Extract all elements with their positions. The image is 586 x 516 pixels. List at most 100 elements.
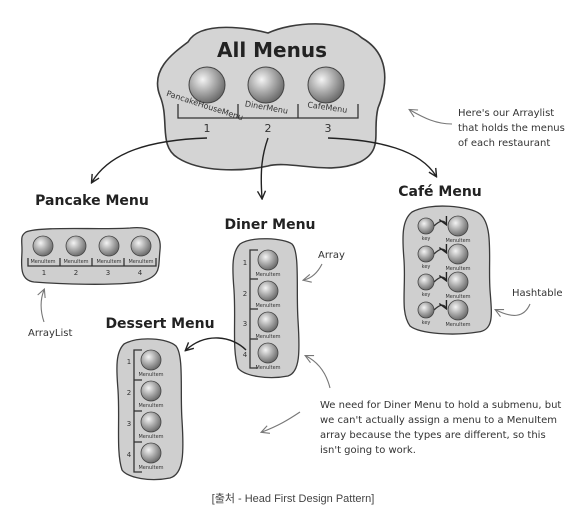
pancake-menu-group: Pancake Menu MenuItem MenuItem MenuItem … (20, 193, 161, 339)
pancake-ball-4 (130, 235, 152, 257)
diner-item-label-1: MenuItem (255, 272, 280, 278)
cafe-key-ball-4 (417, 301, 435, 319)
all-menus-array-bracket (177, 104, 359, 119)
cafe-item-label-3: MenuItem (445, 294, 470, 300)
arraylist-note-line-3: of each restaurant (458, 138, 550, 149)
pancake-index-2: 2 (74, 269, 78, 277)
submenu-note: We need for Diner Menu to hold a submenu… (262, 356, 561, 456)
cafe-key-ball-3 (417, 273, 435, 291)
dessert-menu-group: Dessert Menu MenuItem MenuItem MenuItem … (105, 316, 215, 481)
diner-index-3: 3 (243, 320, 247, 328)
dessert-index-1: 1 (127, 358, 131, 366)
diner-item-label-4: MenuItem (255, 365, 280, 371)
submenu-note-arrow-dessert (262, 411, 301, 432)
dessert-ball-2 (140, 380, 162, 402)
cafe-map-arrow-3 (433, 277, 446, 283)
pancake-ball-2 (65, 235, 87, 257)
cafe-key-ball-2 (417, 245, 435, 263)
cafe-item-label-4: MenuItem (445, 322, 470, 328)
arraylist-label-arrow (41, 290, 44, 323)
cafe-map-arrow-2 (433, 249, 446, 255)
array-label-arrow (304, 263, 323, 280)
cafe-key-label-2: key (422, 264, 431, 270)
cafe-row-4: key MenuItem (417, 299, 471, 328)
all-menus-index-1: 1 (204, 122, 211, 135)
submenu-note-line-1: We need for Diner Menu to hold a submenu… (320, 400, 561, 411)
arraylist-note: Here's our Arraylist that holds the menu… (410, 108, 565, 149)
all-menus-ball-1 (188, 66, 226, 104)
cafe-key-label-1: key (422, 236, 431, 242)
cafe-menu-title: Café Menu (398, 184, 482, 200)
pancake-ball-3 (98, 235, 120, 257)
submenu-note-line-2: we can't actually assign a menu to a Men… (320, 415, 557, 426)
diner-ball-2 (257, 280, 279, 302)
all-menus-ball-2 (247, 66, 285, 104)
arraylist-note-line-1: Here's our Arraylist (458, 108, 554, 119)
pancake-item-label-2: MenuItem (63, 259, 88, 265)
dessert-ball-3 (140, 411, 162, 433)
cafe-key-label-4: key (422, 320, 431, 326)
dessert-item-label-4: MenuItem (138, 465, 163, 471)
diner-ball-1 (257, 249, 279, 271)
submenu-note-arrow-diner (306, 356, 331, 389)
cafe-key-label-3: key (422, 292, 431, 298)
arraylist-note-line-2: that holds the menus (458, 123, 565, 134)
hashtable-label: Hashtable (512, 288, 563, 299)
source-caption: [출처 - Head First Design Pattern] (211, 493, 375, 505)
cafe-menu-group: Café Menu key MenuItem key MenuItem key … (398, 184, 563, 335)
arrow-to-diner (261, 137, 269, 198)
pancake-ball-1 (32, 235, 54, 257)
submenu-note-line-4: isn't going to work. (320, 445, 416, 456)
dessert-item-label-1: MenuItem (138, 372, 163, 378)
dessert-ball-1 (140, 349, 162, 371)
pancake-index-4: 4 (138, 269, 143, 277)
diner-index-4: 4 (243, 351, 248, 359)
dessert-index-3: 3 (127, 420, 131, 428)
cafe-item-label-2: MenuItem (445, 266, 470, 272)
cafe-item-label-1: MenuItem (445, 238, 470, 244)
pancake-item-label-3: MenuItem (96, 259, 121, 265)
all-menus-group: All Menus PancakeHouseMenu DinerMenu Caf… (156, 23, 386, 171)
pancake-menu-title: Pancake Menu (35, 193, 149, 209)
arraylist-note-arrow (410, 110, 453, 125)
dessert-ball-4 (140, 442, 162, 464)
cafe-key-ball-1 (417, 217, 435, 235)
cafe-map-arrow-1 (433, 221, 446, 227)
diner-index-1: 1 (243, 259, 247, 267)
arraylist-label: ArrayList (28, 328, 72, 339)
dessert-menu-title: Dessert Menu (105, 316, 214, 332)
pancake-menu-box (20, 226, 161, 285)
pancake-index-1: 1 (42, 269, 46, 277)
diner-menu-title: Diner Menu (224, 217, 315, 233)
hashtable-label-arrow (496, 303, 531, 315)
all-menus-index-3: 3 (325, 122, 332, 135)
dessert-index-2: 2 (127, 389, 131, 397)
cafe-item-ball-3 (447, 271, 469, 293)
arrow-to-pancake (92, 137, 208, 182)
array-label: Array (318, 250, 345, 261)
diner-ball-3 (257, 311, 279, 333)
cafe-row-3: key MenuItem (417, 271, 471, 300)
diner-menu-group: Diner Menu MenuItem MenuItem MenuItem Me… (224, 217, 345, 379)
dessert-item-label-3: MenuItem (138, 434, 163, 440)
arrow-to-cafe (327, 137, 436, 176)
diner-ball-4 (257, 342, 279, 364)
pancake-item-label-4: MenuItem (128, 259, 153, 265)
all-menus-title: All Menus (217, 38, 327, 62)
dessert-item-label-2: MenuItem (138, 403, 163, 409)
cafe-map-arrow-4 (433, 305, 446, 311)
pancake-index-3: 3 (106, 269, 110, 277)
cafe-item-ball-2 (447, 243, 469, 265)
diner-item-label-3: MenuItem (255, 334, 280, 340)
cafe-item-ball-1 (447, 215, 469, 237)
cafe-item-ball-4 (447, 299, 469, 321)
diner-item-label-2: MenuItem (255, 303, 280, 309)
cafe-row-1: key MenuItem (417, 215, 471, 244)
dessert-index-4: 4 (127, 451, 132, 459)
all-menus-index-2: 2 (265, 122, 272, 135)
cafe-row-2: key MenuItem (417, 243, 471, 272)
submenu-note-line-3: array because the types are different, s… (320, 430, 546, 441)
arrow-diner-to-dessert (186, 337, 247, 350)
